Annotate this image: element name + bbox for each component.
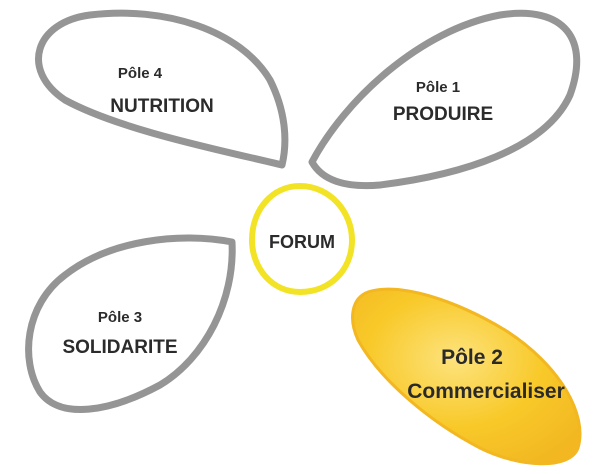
center-label: FORUM bbox=[269, 232, 335, 252]
pole-4-number: Pôle 4 bbox=[118, 65, 163, 82]
petal-pole-4[interactable]: Pôle 4 NUTRITION bbox=[35, 9, 289, 169]
pole-1-number: Pôle 1 bbox=[416, 79, 460, 96]
pole-2-number: Pôle 2 bbox=[441, 346, 503, 369]
petal-pole-2[interactable]: Pôle 2 Commercialiser bbox=[351, 287, 582, 466]
pole-3-number: Pôle 3 bbox=[98, 309, 142, 326]
pole-3-name: SOLIDARITE bbox=[62, 337, 177, 358]
center-ring bbox=[248, 182, 356, 296]
center-forum[interactable]: FORUM bbox=[248, 182, 356, 296]
petal-pole-1[interactable]: Pôle 1 PRODUIRE bbox=[308, 9, 581, 190]
petal-pole-4-outline bbox=[35, 9, 289, 169]
petal-pole-3[interactable]: Pôle 3 SOLIDARITE bbox=[25, 234, 236, 413]
petal-pole-1-outline bbox=[308, 9, 581, 190]
pole-2-name: Commercialiser bbox=[407, 380, 565, 403]
petal-pole-2-fill bbox=[351, 287, 582, 466]
pole-1-name: PRODUIRE bbox=[393, 104, 493, 125]
petal-pole-3-outline bbox=[25, 234, 236, 413]
pole-4-name: NUTRITION bbox=[110, 96, 213, 117]
